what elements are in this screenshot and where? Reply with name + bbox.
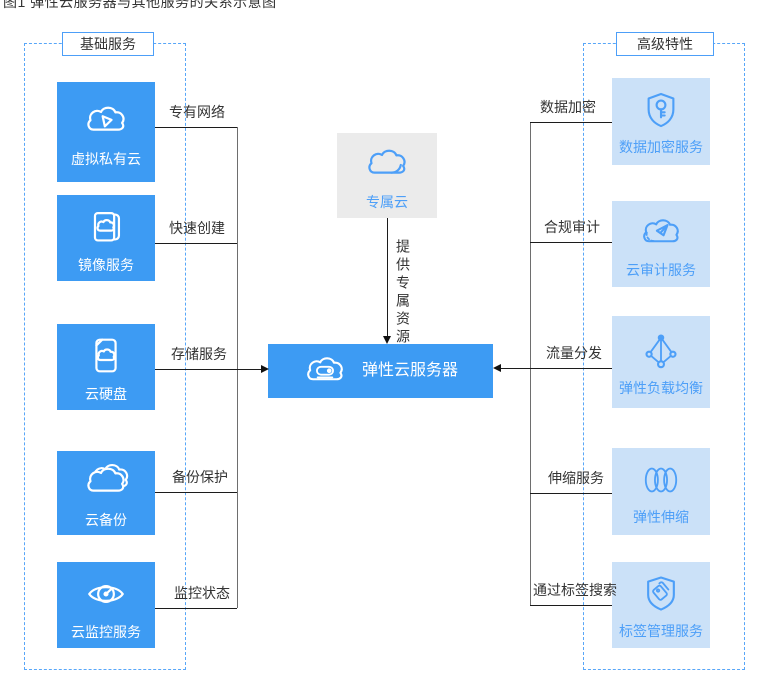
edge-label-quick-creation: 快速创建 — [169, 220, 225, 236]
image-documents-icon — [83, 204, 129, 250]
cloud-sticker-icon — [364, 141, 410, 187]
connector-line — [155, 369, 261, 370]
node-elastic-load-balance: 弹性负载均衡 — [612, 316, 710, 408]
node-cloud-backup: 云备份 — [57, 451, 155, 535]
trunk-line — [530, 122, 531, 605]
edge-label-compliance-audit: 合规审计 — [544, 219, 600, 235]
eye-gauge-icon — [83, 571, 129, 617]
connector-line — [530, 493, 612, 494]
arrow-right-icon — [261, 365, 269, 373]
waves-icon — [639, 458, 683, 502]
edge-label-private-network: 专有网络 — [169, 104, 225, 120]
cloud-pointer-icon — [83, 98, 129, 144]
node-label: 专属云 — [366, 194, 408, 210]
dedicated-resource-arrow-label: 提供专属资源 — [395, 239, 411, 347]
node-label: 虚拟私有云 — [71, 150, 141, 167]
basic-services-title: 基础服务 — [62, 32, 154, 56]
tetrahedron-network-icon — [639, 329, 683, 373]
connector-line — [387, 218, 388, 337]
node-cloud-eye: 云监控服务 — [57, 562, 155, 648]
node-label: 镜像服务 — [78, 256, 134, 273]
cloud-plane-icon — [639, 211, 683, 255]
shield-key-icon — [639, 88, 683, 132]
arrow-left-icon — [493, 364, 501, 372]
node-elastic-cloud-server: 弹性云服务器 — [268, 344, 493, 398]
connector-line — [530, 122, 612, 123]
edge-label-backup-protection: 备份保护 — [172, 469, 228, 485]
node-label: 标签管理服务 — [619, 622, 703, 639]
edge-label-search-by-tag: 通过标签搜索 — [533, 582, 617, 598]
node-label: 云监控服务 — [71, 623, 141, 640]
connector-line — [155, 492, 237, 493]
node-tag-management: 标签管理服务 — [612, 562, 710, 648]
edge-label-data-encryption: 数据加密 — [540, 99, 596, 115]
node-data-encryption: 数据加密服务 — [612, 78, 710, 165]
node-dedicated-cloud: 专属云 — [337, 133, 437, 218]
connector-line — [155, 127, 237, 128]
connector-line — [530, 242, 612, 243]
node-label: 弹性云服务器 — [361, 362, 458, 379]
node-elastic-volume: 云硬盘 — [57, 324, 155, 410]
node-label: 云备份 — [85, 511, 127, 528]
double-cloud-icon — [83, 459, 129, 505]
node-label: 弹性伸缩 — [633, 509, 689, 525]
node-auto-scaling: 弹性伸缩 — [612, 448, 710, 535]
node-image-service: 镜像服务 — [57, 195, 155, 281]
node-label: 云审计服务 — [626, 261, 696, 278]
disk-cloud-icon — [83, 333, 129, 379]
node-label: 云硬盘 — [85, 385, 127, 402]
advanced-features-title: 高级特性 — [616, 32, 714, 56]
arrow-down-icon — [383, 336, 391, 344]
edge-label-monitoring-status: 监控状态 — [174, 585, 230, 601]
edge-label-traffic-distribution: 流量分发 — [546, 345, 602, 361]
connector-line — [155, 608, 237, 609]
connector-line — [530, 605, 612, 606]
trunk-line — [237, 127, 238, 608]
edge-label-storage-service: 存储服务 — [171, 346, 227, 362]
node-label: 数据加密服务 — [619, 139, 703, 155]
edge-label-scaling-service: 伸缩服务 — [548, 470, 604, 486]
connector-line — [155, 243, 237, 244]
connector-line — [501, 368, 612, 369]
figure-caption: 图1 弹性云服务器与其他服务的关系示意图 — [3, 0, 277, 10]
node-virtual-private-cloud: 虚拟私有云 — [57, 82, 155, 182]
cloud-server-icon — [303, 349, 347, 393]
node-cloud-trace: 云审计服务 — [612, 201, 710, 287]
shield-tags-icon — [639, 572, 683, 616]
node-label: 弹性负载均衡 — [619, 379, 703, 396]
